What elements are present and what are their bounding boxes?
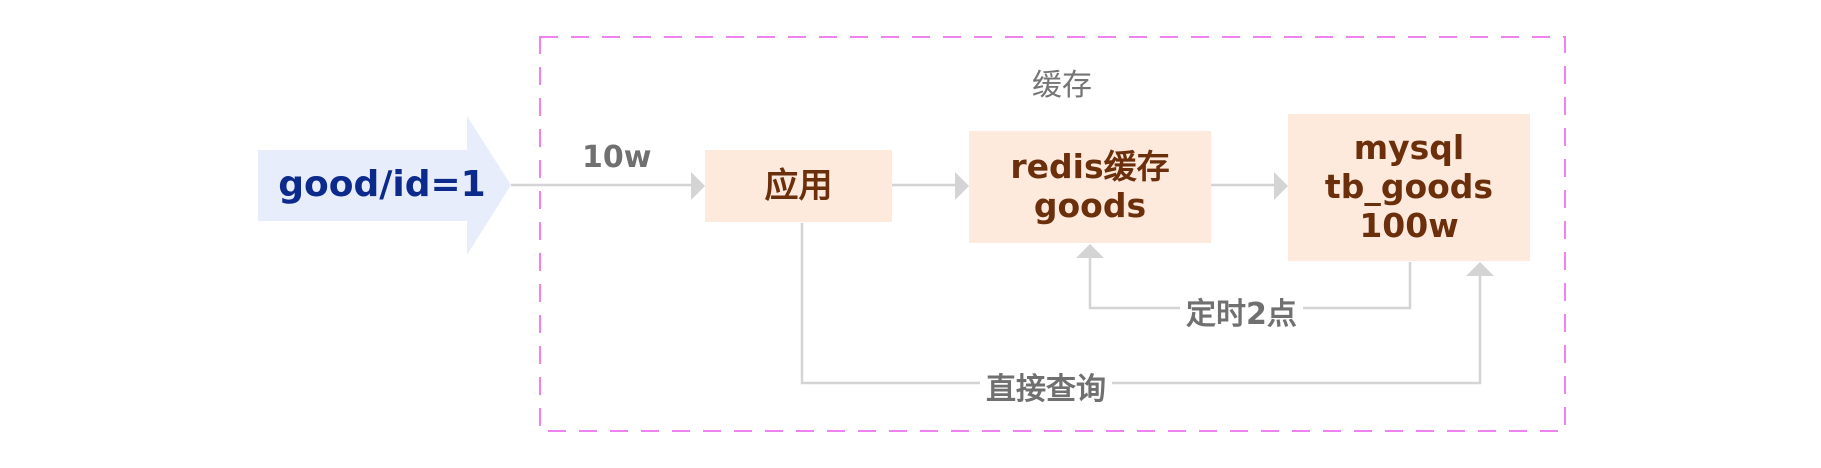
arrowhead-into-mysql xyxy=(1274,172,1288,200)
direct-query-edge-label: 直接查询 xyxy=(980,364,1112,408)
app-node-label: 应用 xyxy=(764,165,833,206)
arrowhead-into-redis xyxy=(955,172,969,200)
sync-edge-label: 定时2点 xyxy=(1180,289,1303,333)
request-label: good/id=1 xyxy=(278,163,486,205)
mysql-node-title: mysql xyxy=(1353,128,1465,168)
request-arrow-shape xyxy=(258,116,511,255)
connector-app-to-mysql-direct xyxy=(800,223,1482,385)
app-node: 应用 xyxy=(705,150,892,222)
redis-node-subtitle: goods xyxy=(1033,186,1147,225)
redis-node-title: redis缓存 xyxy=(1010,147,1170,187)
flow-volume-label: 10w xyxy=(582,140,652,175)
mysql-node: mysql tb_goods 100w xyxy=(1288,114,1530,261)
cache-region-frame xyxy=(539,36,1566,432)
arrowhead-direct-into-mysql xyxy=(1466,262,1494,276)
mysql-node-rows: 100w xyxy=(1359,205,1459,245)
mysql-node-table: tb_goods xyxy=(1324,167,1494,207)
arrowhead-into-app xyxy=(691,172,705,200)
redis-node: redis缓存 goods xyxy=(969,131,1211,243)
cache-region-title: 缓存 xyxy=(1032,68,1092,103)
arrowhead-sync-into-redis xyxy=(1076,244,1104,258)
